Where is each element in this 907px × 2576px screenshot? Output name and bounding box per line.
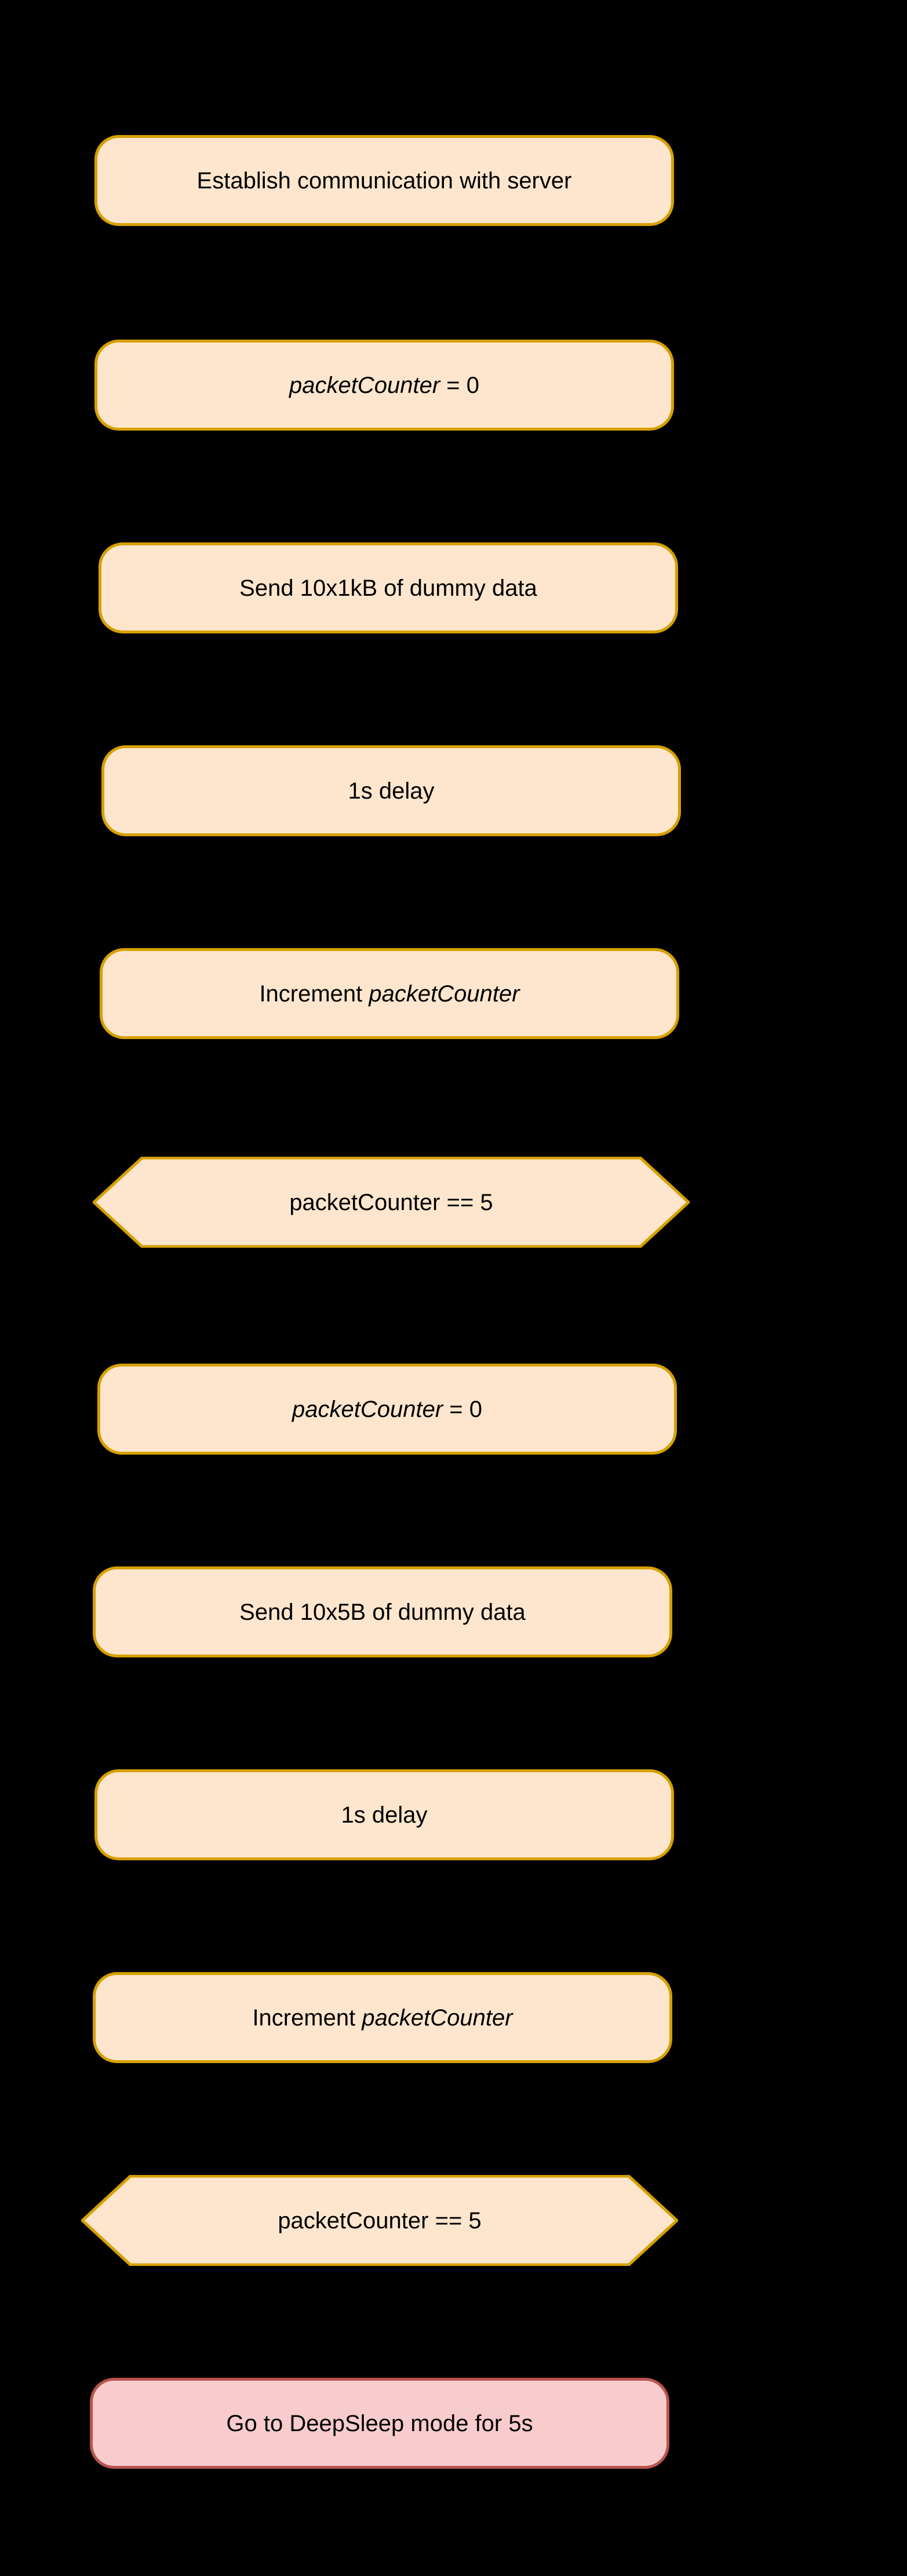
node-deep-sleep[interactable]: Go to DeepSleep mode for 5s	[90, 2378, 669, 2469]
label-text: 1s delay	[341, 1802, 428, 1828]
node-label: packetCounter = 0	[274, 372, 494, 399]
node-label: 1s delay	[326, 1802, 443, 1828]
node-label: packetCounter == 5	[274, 1189, 508, 1216]
label-text: Increment	[252, 2005, 362, 2031]
label-text: Send 10x5B of dummy data	[239, 1599, 526, 1625]
node-increment-counter-2[interactable]: Increment packetCounter	[93, 1972, 672, 2063]
label-text: Send 10x1kB of dummy data	[239, 575, 537, 601]
label-text: = 0	[440, 372, 479, 398]
node-check-counter-1[interactable]: packetCounter == 5	[93, 1157, 690, 1248]
label-text: 1s delay	[348, 778, 435, 804]
node-label: Increment packetCounter	[244, 981, 534, 1007]
label-text: Increment	[259, 981, 369, 1007]
node-label: packetCounter == 5	[263, 2207, 496, 2234]
variable-name: packetCounter	[362, 2005, 513, 2031]
node-label: 1s delay	[333, 778, 450, 804]
label-text: packetCounter == 5	[289, 1189, 493, 1215]
label-text: packetCounter == 5	[278, 2207, 482, 2233]
variable-name: packetCounter	[369, 981, 520, 1007]
hexagon-shape	[93, 1157, 690, 1248]
node-label: Send 10x5B of dummy data	[224, 1599, 541, 1626]
label-text: Go to DeepSleep mode for 5s	[226, 2410, 533, 2436]
node-check-counter-2[interactable]: packetCounter == 5	[81, 2175, 678, 2266]
node-label: packetCounter = 0	[277, 1396, 497, 1423]
node-send-10x5b[interactable]: Send 10x5B of dummy data	[93, 1566, 672, 1657]
variable-name: packetCounter	[292, 1396, 443, 1422]
node-label: Establish communication with server	[182, 167, 587, 194]
node-reset-counter-1[interactable]: packetCounter = 0	[94, 340, 674, 431]
node-label: Send 10x1kB of dummy data	[224, 575, 552, 602]
variable-name: packetCounter	[289, 372, 440, 398]
node-increment-counter-1[interactable]: Increment packetCounter	[100, 948, 679, 1039]
hexagon-shape	[81, 2175, 678, 2266]
node-label: Go to DeepSleep mode for 5s	[211, 2410, 548, 2437]
node-label: Increment packetCounter	[237, 2005, 527, 2031]
label-text: = 0	[443, 1396, 482, 1422]
node-delay-1s-a[interactable]: 1s delay	[101, 745, 681, 836]
node-send-10x1kb[interactable]: Send 10x1kB of dummy data	[99, 542, 678, 633]
node-establish-communication[interactable]: Establish communication with server	[94, 135, 674, 226]
label-text: Establish communication with server	[196, 167, 572, 194]
node-reset-counter-2[interactable]: packetCounter = 0	[97, 1364, 677, 1455]
node-delay-1s-b[interactable]: 1s delay	[94, 1769, 674, 1860]
